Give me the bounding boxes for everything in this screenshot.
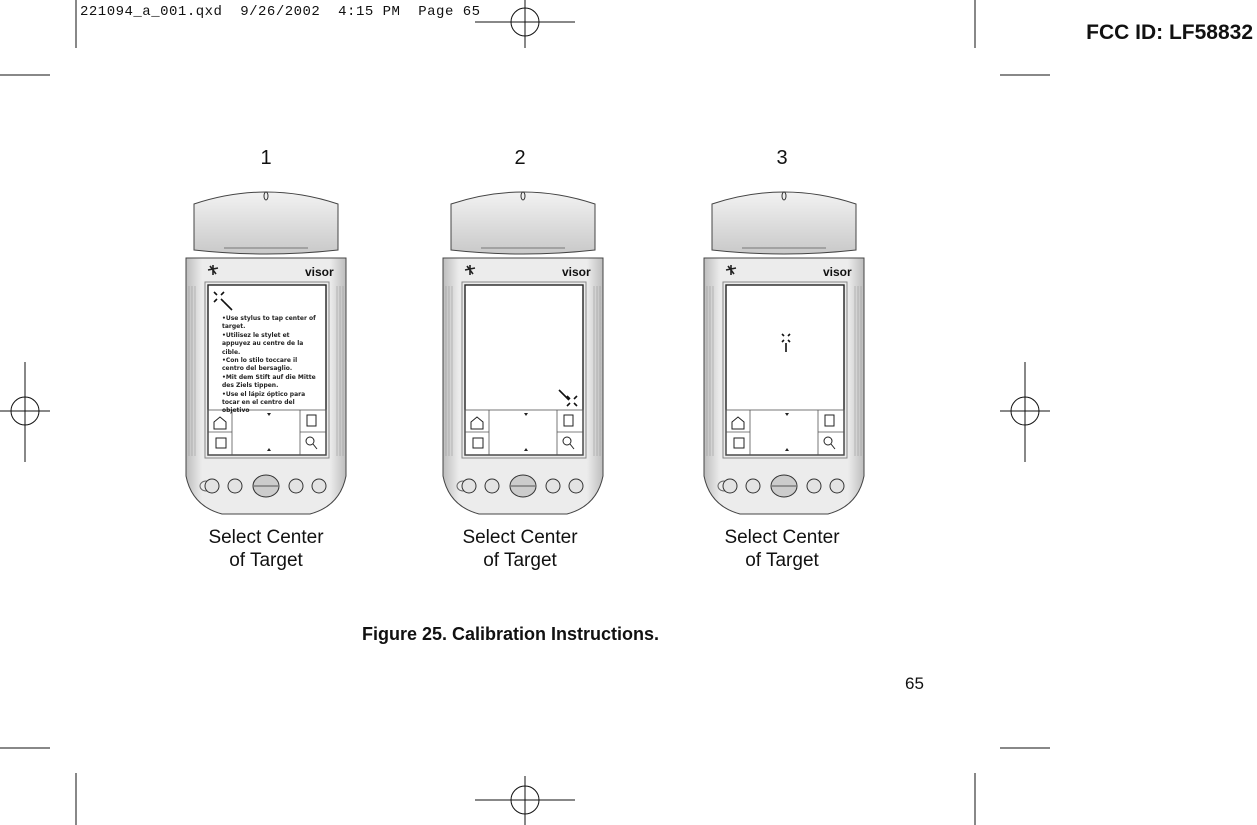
brand-label: visor [305,265,334,279]
instruction-it: •Con lo stilo toccare il centro del bers… [222,357,298,373]
step-number-2: 2 [514,147,526,169]
instruction-es: •Use el lápiz óptico para tocar en el ce… [222,390,306,415]
caption-line: Select Center [724,527,840,548]
caption-line: of Target [483,550,557,571]
page-number: 65 [905,674,924,693]
caption-line: of Target [229,550,303,571]
caption-1: Select Center of Target [156,526,376,572]
step-number-1: 1 [260,147,272,169]
step-number-3: 3 [776,147,788,169]
handheld-device-3: visor [698,186,870,523]
handheld-device-1: visor •Use stylus to tap center of targe… [180,186,352,523]
caption-line: Select Center [462,527,578,548]
caption-2: Select Center of Target [410,526,630,572]
caption-line: Select Center [208,527,324,548]
handheld-device-2: visor [437,186,609,523]
instruction-en: •Use stylus to tap center of target. [222,315,316,331]
screen-instructions: •Use stylus to tap center of target. •Ut… [222,315,320,416]
brand-label: visor [562,265,591,279]
file-slug-line: 221094_a_001.qxd 9/26/2002 4:15 PM Page … [80,4,481,20]
caption-line: of Target [745,550,819,571]
caption-3: Select Center of Target [672,526,892,572]
instruction-fr: •Utilisez le stylet et appuyez au centre… [222,331,304,356]
brand-label: visor [823,265,852,279]
figure-caption: Figure 25. Calibration Instructions. [362,624,660,644]
instruction-de: •Mit dem Stift auf die Mitte des Ziels t… [222,373,316,390]
fcc-id-label: FCC ID: LF58832 [1086,21,1253,44]
